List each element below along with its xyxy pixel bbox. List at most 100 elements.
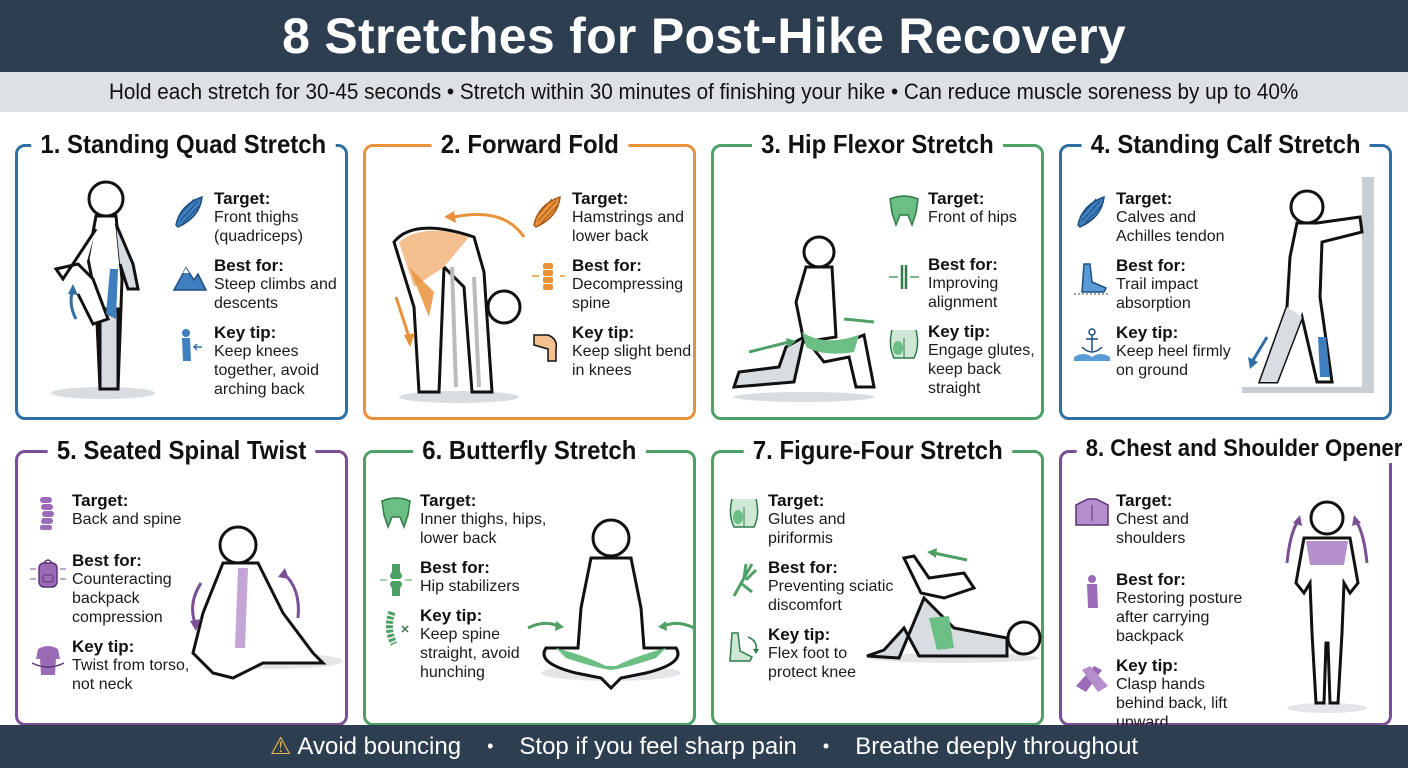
chest-icon: [1075, 498, 1109, 526]
card-title: 5. Seated Spinal Twist: [47, 435, 316, 466]
target-text: Glutes and piriformis: [768, 511, 846, 547]
backpack-icon: [30, 559, 66, 588]
separator: •: [822, 736, 830, 756]
key-tip-text: Keep knees together, avoid arching back: [214, 343, 319, 398]
stretch-grid: 1. Standing Quad Stretch Target: Front t…: [0, 112, 1408, 731]
card-title: 7. Figure-Four Stretch: [743, 435, 1012, 466]
muscle-icon: [175, 195, 203, 228]
key-tip-text: Keep spine straight, avoid hunching: [420, 626, 520, 681]
spine-icon: [385, 610, 409, 646]
target-item: Target: Chest and shoulders: [1074, 491, 1244, 548]
best-for-text: Hip stabilizers: [420, 578, 520, 595]
pelvis-icon: [381, 497, 411, 530]
key-tip-text: Flex foot to protect knee: [768, 645, 857, 681]
card-title: 8. Chest and Shoulder Opener: [1076, 435, 1408, 463]
best-for-item: Best for: Improving alignment: [886, 255, 1056, 312]
warning-icon: ⚠: [269, 733, 292, 760]
forward-fold-figure: [392, 211, 526, 403]
chest-opener-figure: [1285, 500, 1369, 713]
stretch-card-5: 5. Seated Spinal Twist Target: Back and …: [15, 435, 348, 726]
best-for-text: Counteracting backpack compression: [72, 571, 172, 626]
stretch-card-2: 2. Forward Fold Target: Hamstrings and l…: [363, 129, 696, 420]
target-item: Target: Front thighs (quadriceps): [172, 189, 342, 246]
target-text: Back and spine: [72, 511, 182, 528]
key-tip-item: Key tip: Keep heel firmly on ground: [1074, 323, 1244, 380]
card-title: 3. Hip Flexor Stretch: [751, 129, 1004, 160]
target-text: Chest and shoulders: [1116, 511, 1189, 547]
spinal-twist-figure: [190, 525, 343, 680]
spine-icon: [40, 497, 54, 530]
mountain-icon: [172, 266, 208, 291]
stretch-card-7: 7. Figure-Four Stretch Target: Glutes an…: [711, 435, 1044, 726]
target-text: Calves and Achilles tendon: [1116, 209, 1225, 245]
pelvis-icon: [889, 195, 919, 228]
key-tip-text: Clasp hands behind back, lift upward: [1116, 676, 1228, 731]
target-item: Target: Glutes and piriformis: [726, 491, 896, 548]
best-for-text: Steep climbs and descents: [214, 276, 337, 312]
target-text: Front of hips: [928, 209, 1017, 226]
footer-tip-3: Breathe deeply throughout: [855, 732, 1139, 760]
target-item: Target: Calves and Achilles tendon: [1074, 189, 1244, 246]
target-item: Target: Inner thighs, hips, lower back: [378, 491, 548, 548]
foot-flex-icon: [729, 632, 759, 662]
joint-icon: [380, 564, 412, 596]
best-for-text: Improving alignment: [928, 275, 999, 311]
subtitle-bar: Hold each stretch for 30-45 seconds • St…: [0, 72, 1408, 112]
target-item: Target: Hamstrings and lower back: [530, 189, 700, 246]
key-tip-text: Keep heel firmly on ground: [1116, 343, 1231, 379]
muscle-icon: [533, 195, 561, 228]
posture-icon: [1087, 575, 1098, 608]
key-tip-item: Key tip: Engage glutes, keep back straig…: [886, 322, 1056, 398]
target-text: Hamstrings and lower back: [572, 209, 685, 245]
stretch-card-6: 6. Butterfly Stretch Target: Inner thigh…: [363, 435, 696, 726]
best-for-text: Preventing sciatic discomfort: [768, 578, 894, 614]
best-for-item: Best for: Hip stabilizers: [378, 558, 548, 596]
glutes-icon: [889, 329, 919, 359]
target-item: Target: Front of hips: [886, 189, 1056, 228]
key-tip-item: Key tip: Clasp hands behind back, lift u…: [1074, 656, 1244, 732]
best-for-item: Best for: Counteracting backpack compres…: [30, 551, 200, 627]
hip-flexor-figure: [731, 235, 876, 402]
header-banner: 8 Stretches for Post-Hike Recovery: [0, 0, 1408, 72]
muscle-icon: [1077, 195, 1105, 228]
nerve-icon: [732, 563, 758, 597]
footer-safety-bar: ⚠ Avoid bouncing • Stop if you feel shar…: [0, 725, 1408, 768]
stretch-card-4: 4. Standing Calf Stretch Target: Calves …: [1059, 129, 1392, 420]
butterfly-figure: [527, 518, 695, 691]
best-for-item: Best for: Trail impact absorption: [1074, 256, 1244, 313]
stretch-card-8: 8. Chest and Shoulder Opener Target: Che…: [1059, 435, 1408, 731]
subtitle: Hold each stretch for 30-45 seconds • St…: [109, 79, 1299, 104]
best-for-text: Restoring posture after carrying backpac…: [1116, 590, 1243, 645]
card-title: 2. Forward Fold: [431, 129, 628, 160]
footer-tip-1: Avoid bouncing: [297, 732, 462, 760]
stretch-card-1: 1. Standing Quad Stretch Target: Front t…: [15, 129, 348, 420]
target-text: Inner thighs, hips, lower back: [420, 511, 547, 547]
key-tip-text: Twist from torso, not neck: [72, 657, 190, 693]
clasped-hands-icon: [1076, 666, 1108, 692]
posture-icon: [182, 329, 202, 361]
quad-stretch-figure: [51, 180, 155, 399]
best-for-item: Best for: Restoring posture after carryi…: [1074, 570, 1244, 646]
card-title: 6. Butterfly Stretch: [413, 435, 646, 466]
separator: •: [487, 736, 494, 756]
foot-icon: [1074, 263, 1110, 295]
key-tip-item: Key tip: Twist from torso, not neck: [30, 637, 200, 694]
page-title: 8 Stretches for Post-Hike Recovery: [282, 8, 1126, 64]
anchor-icon: [1074, 328, 1110, 361]
alignment-icon: [889, 265, 919, 289]
key-tip-item: Key tip: Keep spine straight, avoid hunc…: [378, 606, 548, 682]
calf-stretch-figure: [1242, 177, 1374, 393]
key-tip-item: Key tip: Keep slight bend in knees: [530, 323, 700, 380]
card-title: 4. Standing Calf Stretch: [1081, 129, 1370, 160]
card-title: 1. Standing Quad Stretch: [31, 129, 336, 160]
torso-icon: [31, 646, 65, 675]
key-tip-item: Key tip: Keep knees together, avoid arch…: [172, 323, 342, 399]
best-for-text: Trail impact absorption: [1116, 276, 1199, 312]
key-tip-text: Keep slight bend in knees: [572, 343, 692, 379]
key-tip-item: Key tip: Flex foot to protect knee: [726, 625, 896, 682]
best-for-item: Best for: Preventing sciatic discomfort: [726, 558, 896, 615]
best-for-item: Best for: Decompressing spine: [530, 256, 700, 313]
glutes-icon: [729, 498, 759, 528]
target-text: Front thighs (quadriceps): [214, 209, 303, 245]
best-for-item: Best for: Steep climbs and descents: [172, 256, 342, 313]
